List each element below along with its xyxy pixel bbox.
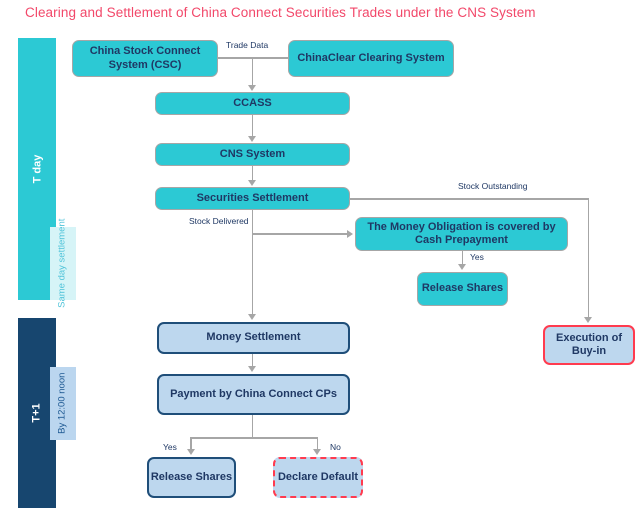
node-payment-by-china-connect-cps[interactable]: Payment by China Connect CPs xyxy=(157,374,350,415)
node-chinaclear-clearing-system[interactable]: ChinaClear Clearing System xyxy=(288,40,454,77)
connector-money-settlement-to-payment xyxy=(251,354,253,367)
arrowhead-to-money-settlement xyxy=(247,314,256,320)
edge-label-yes-payment: Yes xyxy=(163,442,177,452)
node-execution-of-buy-in[interactable]: Execution of Buy-in xyxy=(543,325,635,365)
arrowhead-to-securities-settlement xyxy=(247,180,256,186)
phase-bar-t-plus-1: T+1 xyxy=(18,318,56,508)
edge-label-stock-delivered: Stock Delivered xyxy=(189,216,249,226)
connector-securities-settlement-down xyxy=(251,210,253,315)
phase-sublabel-same-day-settlement: Same day settlement xyxy=(50,219,76,308)
node-money-obligation-cash-prepayment[interactable]: The Money Obligation is covered by Cash … xyxy=(355,217,568,251)
node-securities-settlement[interactable]: Securities Settlement xyxy=(155,187,350,210)
node-ccass[interactable]: CCASS xyxy=(155,92,350,115)
phase-sublabel-by-noon-text: By 12:00 noon xyxy=(56,372,68,435)
node-declare-default[interactable]: Declare Default xyxy=(273,457,363,498)
arrowhead-to-ccass xyxy=(247,85,256,91)
edge-label-no-payment: No xyxy=(330,442,341,452)
connector-payment-yes-branch xyxy=(190,437,192,450)
connector-csc-to-junction xyxy=(218,57,252,59)
arrowhead-to-release-shares-final xyxy=(186,449,195,455)
edge-label-yes-cash-prepayment: Yes xyxy=(470,252,484,262)
arrowhead-to-release-shares-cash xyxy=(457,264,466,270)
connector-payment-split-horizontal xyxy=(190,437,318,439)
phase-sublabel-by-noon: By 12:00 noon xyxy=(50,367,76,440)
connector-stock-outstanding-horizontal xyxy=(350,198,589,200)
phase-sublabel-same-day-settlement-text: Same day settlement xyxy=(56,218,68,309)
connector-stock-outstanding-vertical xyxy=(587,198,589,318)
edge-label-stock-outstanding: Stock Outstanding xyxy=(458,181,528,191)
connector-to-money-obligation xyxy=(251,233,348,235)
node-money-settlement[interactable]: Money Settlement xyxy=(157,322,350,354)
connector-chinaclear-to-junction xyxy=(252,57,288,59)
edge-label-trade-data: Trade Data xyxy=(226,40,269,50)
connector-money-obligation-to-release-shares xyxy=(461,251,463,265)
arrowhead-to-money-obligation xyxy=(347,229,353,238)
connector-junction-to-ccass xyxy=(251,57,253,86)
phase-bar-t-plus-1-label: T+1 xyxy=(30,403,43,423)
connector-cns-to-securities-settlement xyxy=(251,166,253,181)
arrowhead-to-declare-default xyxy=(313,449,321,455)
node-release-shares-cash[interactable]: Release Shares xyxy=(417,272,508,306)
node-release-shares-final[interactable]: Release Shares xyxy=(147,457,236,498)
connector-payment-down xyxy=(251,415,253,438)
phase-bar-t-day-label: T day xyxy=(30,154,43,184)
connector-payment-no-branch xyxy=(316,437,318,450)
phase-bar-t-day: T day xyxy=(18,38,56,300)
node-cns-system[interactable]: CNS System xyxy=(155,143,350,166)
connector-ccass-to-cns xyxy=(251,115,253,137)
arrowhead-to-payment xyxy=(247,366,256,372)
node-china-stock-connect-system[interactable]: China Stock Connect System (CSC) xyxy=(72,40,218,77)
arrowhead-to-cns xyxy=(247,136,256,142)
arrowhead-to-execution-buy-in xyxy=(583,317,592,323)
page-title: Clearing and Settlement of China Connect… xyxy=(25,5,536,20)
